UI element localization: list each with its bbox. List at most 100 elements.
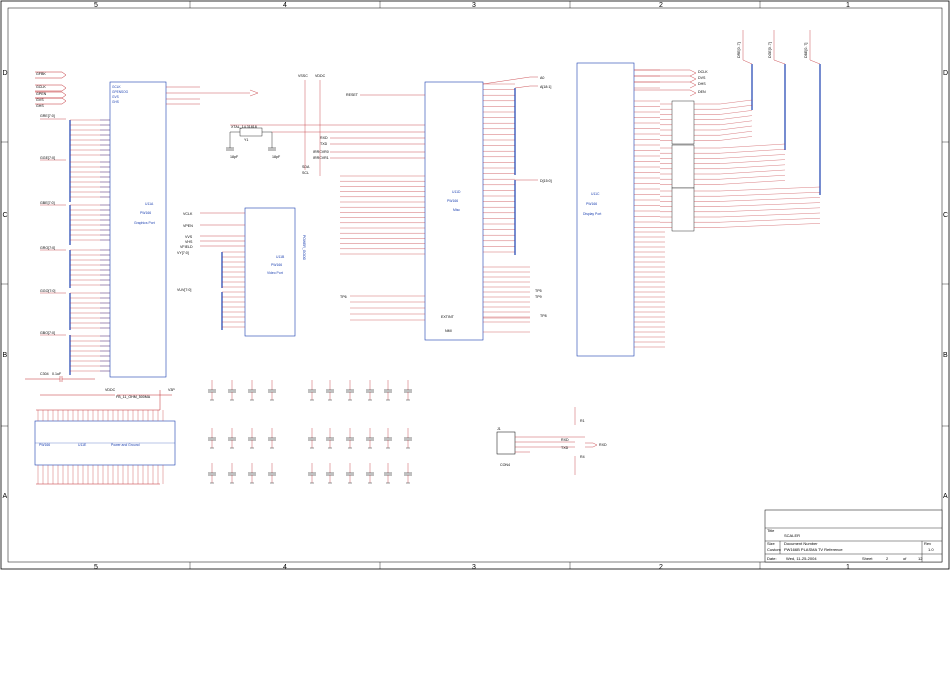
sheet-value: 2: [886, 556, 889, 561]
u11b-title: Video Port: [267, 271, 283, 275]
u11b-ref: U11B: [276, 255, 285, 259]
u11a-pin-stubs: [70, 119, 110, 372]
doc-value: PW166B PLASMA TV Reference: [784, 547, 843, 552]
net-txd: TXD: [320, 142, 328, 146]
u11a-pin-gpensog: GPENSOG: [112, 90, 129, 94]
net-scl: SCL: [302, 171, 309, 175]
bus-fanout-lines: [719, 99, 821, 228]
u11a-ref: U11A: [145, 202, 154, 206]
rail-vddc-top: VDDC: [315, 74, 326, 78]
wire: [719, 186, 821, 192]
of-value: 12: [918, 556, 923, 561]
c304-value: 0.1uF: [52, 372, 62, 376]
resistor-packs: [660, 100, 720, 232]
net-dclk: DCLK: [698, 70, 708, 74]
net-dvs: DVS: [698, 76, 706, 80]
rail-vssc: VSSC: [298, 74, 308, 78]
net-den: DEN: [698, 90, 706, 94]
bus-a: A[18:1]: [540, 85, 551, 89]
wire: [719, 180, 786, 185]
wire: [719, 110, 753, 115]
wire: [719, 202, 821, 207]
net-gfbk: GFBK: [36, 72, 46, 76]
title-block: Title SCALER Size Custom Document Number…: [764, 509, 943, 563]
bus-gbe: GBE[7:0]: [40, 201, 55, 205]
u11b-part: PW166: [271, 263, 282, 267]
net-sda: SDA: [302, 165, 310, 169]
date-label: Date:: [767, 556, 777, 561]
rev-value: 1.0: [928, 547, 934, 552]
zone-row-labels-right: D C B A: [943, 70, 948, 500]
net-vfield: VFIELD: [180, 245, 193, 249]
wire: [719, 218, 821, 223]
u11d-misc: U11D PW166 Misc RESET RXD TXD IRRCVR0 IR…: [298, 74, 552, 341]
u11d-misc-right-nets: [483, 266, 530, 333]
tp9-label: TP9: [535, 295, 542, 299]
zone-column-labels-bottom: 5 4 3 2 1: [94, 564, 850, 571]
bus-gbo: GBO[7:0]: [40, 331, 55, 335]
u11a-pin-gclk: GCLK: [112, 85, 122, 89]
u11b-pin-stubs: [222, 251, 245, 328]
u11d-title: Misc: [453, 208, 460, 212]
zone-col-3-top: 3: [472, 2, 476, 9]
sheet-border-outer: [0, 0, 950, 570]
zone-col-2-top: 2: [659, 2, 663, 9]
rev-label: Rev: [924, 541, 931, 546]
con4-res-bottom: R4: [580, 455, 585, 459]
display-top-nets: [634, 69, 697, 97]
wire: [719, 105, 753, 110]
crystal-oscillator: XTAL_14.31818 Y1 18pF 18pF: [226, 124, 425, 159]
u11b-video-port: U11B PW166 Video Port VCLK VPEN VVS VHS …: [177, 207, 306, 337]
zone-markers: [1, 1, 949, 569]
u11a-title: Graphics Port: [134, 221, 155, 225]
rail-vddc: VDDC: [105, 388, 116, 392]
net-gvs: GVS: [36, 98, 44, 102]
ferrite-label: FB_11_OHM_500MA: [116, 395, 151, 399]
c304-ferrite: [25, 376, 172, 410]
wire: [719, 120, 753, 125]
nmi-label: NMI: [445, 329, 452, 333]
wire: [719, 149, 786, 154]
decoupling-caps: [208, 380, 412, 484]
bus-dre: DRE[0..7]: [737, 42, 741, 58]
net-vvs: VVS: [185, 235, 193, 239]
u11d-pin-stubs: [483, 83, 515, 253]
wire: [719, 125, 753, 131]
u11a-pin-gvs: GVS: [112, 95, 119, 99]
date-value: Wed, 11-25-2004: [786, 556, 817, 561]
zone-col-5-top: 5: [94, 2, 98, 9]
u11e-pin-stubs: [37, 410, 164, 484]
zone-col-4-top: 4: [283, 2, 287, 9]
bus-dge: DGE[0..7]: [768, 42, 772, 58]
wire: [719, 207, 821, 212]
con4-ref: J1: [497, 427, 501, 431]
zone-row-a-left: A: [3, 493, 8, 500]
net-ghs: GHS: [36, 104, 44, 108]
crystal-part: XTAL_14.31818: [231, 125, 257, 129]
zone-row-b-right: B: [943, 352, 948, 359]
net-vhs: VHS: [185, 240, 193, 244]
wire: [719, 223, 821, 228]
wire: [719, 154, 786, 159]
power-good-label: POWER_GOOD: [302, 235, 306, 261]
zone-col-4-bottom: 4: [283, 564, 287, 571]
sheet-border-inner: [7, 7, 943, 563]
wire: [719, 159, 786, 164]
size-value: Custom: [767, 547, 781, 552]
zone-column-labels-top: 5 4 3 2 1: [94, 2, 850, 9]
zone-row-b-left: B: [3, 352, 8, 359]
u11a-pin-ghs: GHS: [112, 100, 119, 104]
u11a-graphics-port: U11A PW166 Graphics Port GFBK GCLK GPEN …: [35, 71, 259, 378]
con4-txd-label: TXD: [561, 446, 569, 450]
title-value: SCALER: [784, 533, 800, 538]
of-label: of: [903, 556, 907, 561]
tp5-label: TP5: [535, 289, 542, 293]
zone-col-3-bottom: 3: [472, 564, 476, 571]
u11c-ref: U11C: [591, 192, 600, 196]
wire: [719, 136, 753, 141]
wire: [719, 197, 821, 202]
bus-d: D[15:0]: [540, 179, 552, 183]
wire: [719, 131, 753, 136]
component-body: [671, 100, 695, 145]
